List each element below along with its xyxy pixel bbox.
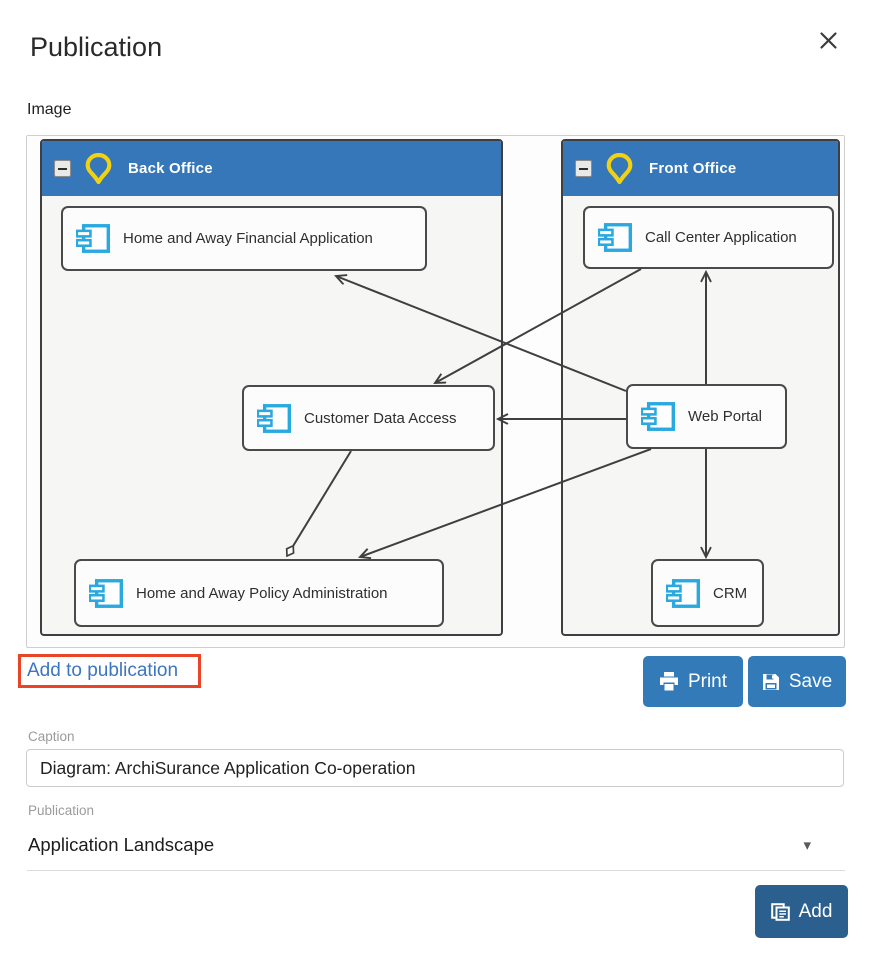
printer-icon <box>659 672 678 691</box>
node-label: Call Center Application <box>645 229 797 246</box>
application-component-icon <box>257 403 291 433</box>
add-button-label: Add <box>798 900 833 922</box>
close-icon <box>819 31 837 49</box>
node-home-and-away-financial-application[interactable]: Home and Away Financial Application <box>61 206 427 271</box>
group-back-office-header: Back Office <box>42 141 501 196</box>
document-stack-icon <box>770 902 790 921</box>
node-call-center-application[interactable]: Call Center Application <box>583 206 834 269</box>
node-label: Customer Data Access <box>304 409 457 427</box>
group-front-office-label: Front Office <box>649 160 737 177</box>
node-label: CRM <box>713 584 748 602</box>
save-button[interactable]: Save <box>748 656 846 707</box>
save-floppy-icon <box>762 673 779 690</box>
close-button[interactable] <box>814 26 842 54</box>
application-component-icon <box>666 578 700 608</box>
application-component-icon <box>598 223 632 252</box>
application-component-icon <box>76 224 110 253</box>
group-back-office-label: Back Office <box>128 160 213 177</box>
publication-field-label: Publication <box>28 803 95 818</box>
caption-field-label: Caption <box>28 729 75 744</box>
node-crm[interactable]: CRM <box>651 559 764 627</box>
collapse-minus-button[interactable] <box>575 160 592 177</box>
node-label: Web Portal <box>688 408 762 425</box>
add-to-publication-highlight: Add to publication <box>18 654 201 688</box>
image-section-label: Image <box>27 101 72 118</box>
page-title: Publication <box>30 32 163 62</box>
node-web-portal[interactable]: Web Portal <box>626 384 787 449</box>
caption-input[interactable] <box>26 749 844 787</box>
diagram-panel: Back Office Front Office Home and Away F… <box>26 135 845 648</box>
print-button-label: Print <box>687 670 728 692</box>
collapse-minus-button[interactable] <box>54 160 71 177</box>
add-to-publication-link[interactable]: Add to publication <box>27 660 179 681</box>
node-label: Home and Away Policy Administration <box>136 584 388 602</box>
print-button[interactable]: Print <box>643 656 743 707</box>
node-label: Home and Away Financial Application <box>123 230 373 247</box>
chevron-down-icon: ▾ <box>803 837 811 854</box>
publication-select[interactable]: Application Landscape ▾ <box>26 828 845 862</box>
location-pin-icon <box>85 152 112 185</box>
application-component-icon <box>89 578 123 608</box>
location-pin-icon <box>606 152 633 185</box>
application-component-icon <box>641 402 675 431</box>
divider <box>27 870 845 871</box>
node-customer-data-access[interactable]: Customer Data Access <box>242 385 495 451</box>
node-home-and-away-policy-administration[interactable]: Home and Away Policy Administration <box>74 559 444 627</box>
add-button[interactable]: Add <box>755 885 848 938</box>
save-button-label: Save <box>788 670 833 692</box>
group-front-office-header: Front Office <box>563 141 838 196</box>
publication-select-value: Application Landscape <box>28 834 215 855</box>
